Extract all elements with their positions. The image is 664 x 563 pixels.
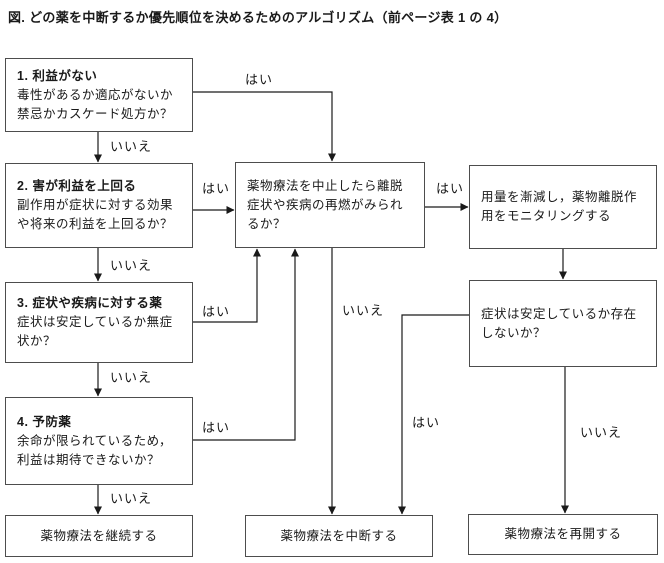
edge-label-stable-yes: はい — [412, 412, 441, 431]
node-4-question: 余命が限られているため，利益は期待できないか？ — [17, 433, 173, 467]
node-2-question: 副作用が症状に対する効果や将来の利益を上回るか？ — [17, 198, 174, 231]
edge-label-n2-no: いいえ — [110, 255, 153, 274]
edge-label-n4-no: いいえ — [110, 488, 153, 507]
node-restart-therapy-label: 薬物療法を再開する — [504, 527, 622, 541]
edge-label-n3-no: いいえ — [110, 367, 153, 386]
node-taper-monitor-text: 用量を漸減し，薬物離脱作用をモニタリングする — [481, 190, 638, 223]
node-restart-therapy: 薬物療法を再開する — [468, 514, 658, 555]
node-discontinue-therapy: 薬物療法を中断する — [245, 515, 433, 557]
node-3-question: 症状は安定しているか無症状か？ — [17, 315, 173, 348]
node-taper-monitor: 用量を漸減し，薬物離脱作用をモニタリングする — [469, 165, 657, 249]
figure-title: 図. どの薬を中断するか優先順位を決めるためのアルゴリズム（前ページ表 1 の … — [8, 10, 508, 25]
edge-label-n1-yes: はい — [245, 69, 274, 88]
node-4-heading: 4. 予防薬 — [17, 414, 72, 429]
node-continue-therapy-label: 薬物療法を継続する — [40, 528, 158, 543]
edge-label-stable-no: いいえ — [580, 422, 623, 441]
edge-label-n2-yes: はい — [202, 178, 231, 197]
node-continue-therapy: 薬物療法を継続する — [5, 515, 193, 557]
node-1-no-benefit: 1. 利益がない 毒性があるか適応がないか禁忌かカスケード処方か？ — [5, 58, 193, 132]
node-symptoms-stable-check: 症状は安定しているか存在しないか？ — [469, 280, 657, 367]
node-symptoms-stable-question: 症状は安定しているか存在しないか？ — [481, 306, 637, 340]
node-3-heading: 3. 症状や疾病に対する薬 — [17, 296, 163, 310]
edge-label-n4-yes: はい — [202, 417, 231, 436]
node-3-symptom-disease-drug: 3. 症状や疾病に対する薬 症状は安定しているか無症状か？ — [5, 282, 193, 363]
node-1-heading: 1. 利益がない — [17, 68, 98, 83]
node-withdrawal-relapse-question: 薬物療法を中止したら離脱症状や疾病の再燃がみられるか？ — [247, 178, 404, 231]
node-discontinue-therapy-label: 薬物療法を中断する — [280, 528, 398, 543]
node-withdrawal-relapse-check: 薬物療法を中止したら離脱症状や疾病の再燃がみられるか？ — [235, 162, 425, 248]
node-4-preventive-drug: 4. 予防薬 余命が限られているため，利益は期待できないか？ — [5, 397, 193, 485]
node-2-harm-outweighs-benefit: 2. 害が利益を上回る 副作用が症状に対する効果や将来の利益を上回るか？ — [5, 163, 193, 248]
node-2-heading: 2. 害が利益を上回る — [17, 179, 137, 193]
edge-label-withdraw-yes: はい — [436, 178, 465, 197]
edge-label-n1-no: いいえ — [110, 136, 153, 155]
edge-label-withdraw-no: いいえ — [342, 300, 385, 319]
node-1-question: 毒性があるか適応がないか禁忌かカスケード処方か？ — [17, 87, 174, 121]
edge-label-n3-yes: はい — [202, 301, 231, 320]
